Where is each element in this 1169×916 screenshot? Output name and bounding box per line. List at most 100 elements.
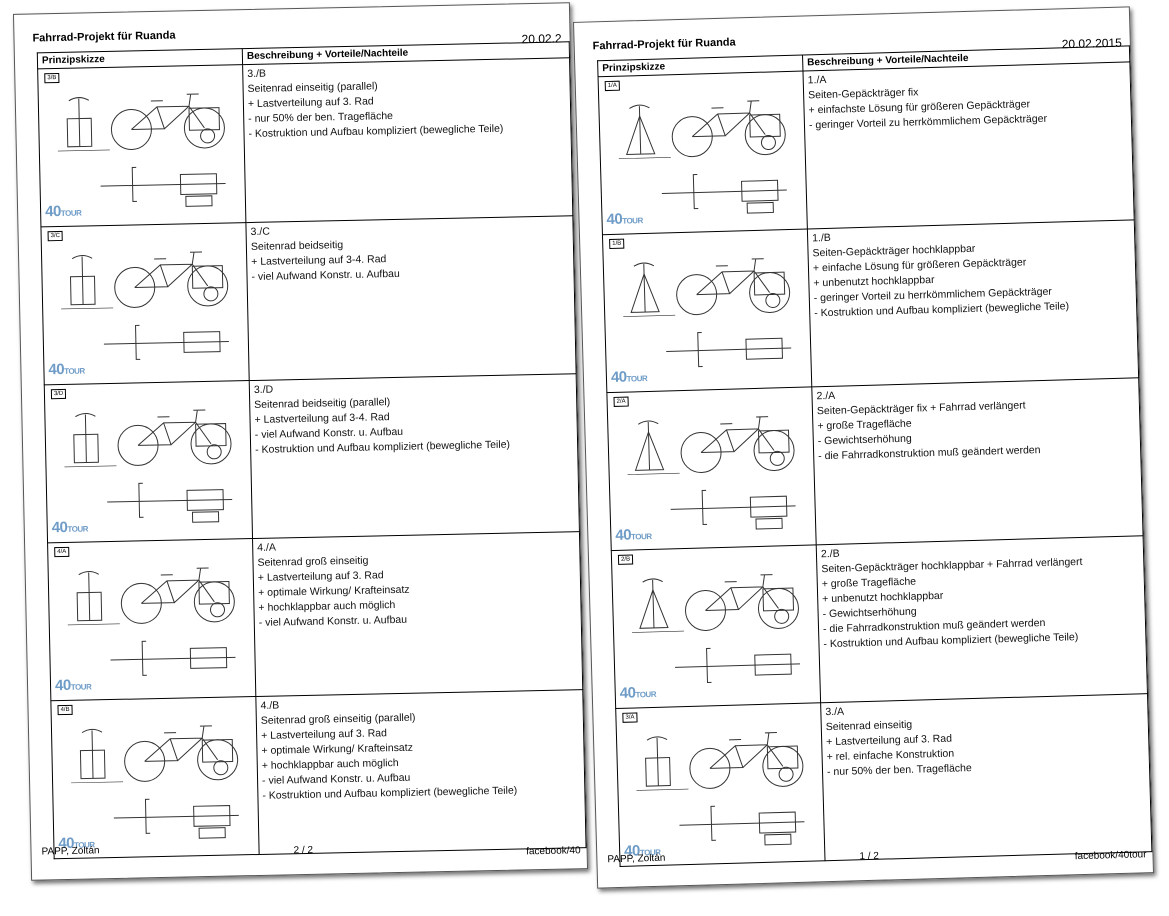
front-view-handlebar (68, 97, 90, 102)
40tour-logo: 40TOUR (55, 676, 92, 694)
document-title: Fahrrad-Projekt für Ruanda (32, 29, 176, 45)
logo-text: TOUR (626, 374, 648, 384)
top-view-axis (679, 821, 805, 826)
front-view-carrier (639, 588, 669, 629)
front-view-carrier (66, 117, 93, 148)
top-view-axis (110, 656, 236, 661)
ground-line (67, 623, 120, 626)
bike-frame (137, 409, 212, 446)
ground-line (71, 781, 124, 784)
bike-frame (144, 725, 219, 762)
top-view-side-wheel (191, 511, 220, 523)
document-page-1: Fahrrad-Projekt für Ruanda 20.02.2015 Pr… (573, 6, 1154, 889)
top-view-axis (103, 340, 229, 345)
front-view-stem (652, 579, 655, 628)
bike-frame (141, 567, 215, 604)
logo-number: 40 (606, 210, 623, 229)
bike-sketch: 4/A 40TOUR (48, 539, 256, 700)
logo-number: 40 (44, 202, 61, 221)
top-view-axis (666, 347, 792, 352)
bike-side-wheel (760, 135, 776, 151)
bike-sketch: 3/D 40TOUR (45, 381, 253, 542)
40tour-logo: 40TOUR (606, 210, 643, 228)
bike-frame (134, 251, 209, 288)
footer-author: PAPP, Zoltán (41, 845, 100, 858)
top-view-carrier (189, 647, 228, 669)
bike-side-wheel (200, 128, 216, 144)
ground-line (636, 788, 689, 791)
bike-side-wheel (206, 444, 222, 460)
bike-frame (691, 100, 766, 138)
front-view-handlebar (642, 578, 663, 583)
40tour-logo: 40TOUR (52, 518, 89, 536)
ground-line (61, 307, 114, 310)
front-view-handlebar (629, 104, 650, 109)
sketch-code-label: 3/A (622, 712, 638, 723)
comparison-table: Prinzipskizze Beschreibung + Vorteile/Na… (37, 41, 587, 859)
sketch-cell: 4/A 40TOUR (47, 538, 256, 701)
footer-author: PAPP, Zoltán (607, 852, 666, 866)
logo-text: TOUR (70, 682, 92, 692)
footer-facebook: facebook/40 (526, 845, 581, 858)
bike-side-wheel (203, 286, 219, 302)
bike-sketch-drawing (636, 732, 805, 846)
top-view-carrier (179, 173, 218, 195)
bike-side-wheel (778, 766, 794, 782)
top-view-side-wheel (764, 833, 792, 846)
40tour-logo: 40TOUR (44, 202, 82, 221)
top-view-handlebar (138, 482, 144, 518)
footer-facebook: facebook/40tour (1074, 849, 1147, 863)
front-view-stem (638, 106, 642, 155)
top-view-carrier (758, 811, 797, 834)
front-view-stem (84, 414, 87, 463)
ground-line (57, 149, 110, 152)
top-view-carrier (749, 495, 788, 518)
sketch-code-label: 2/A (613, 396, 629, 407)
front-view-carrier (76, 591, 103, 622)
bike-frame (696, 258, 771, 296)
sketch-code-label: 3/D (50, 388, 67, 400)
document-page-2: Fahrrad-Projekt für Ruanda 20.02.2 Prinz… (12, 2, 589, 881)
front-view-handlebar (71, 255, 93, 260)
sketch-code-label: 3/C (47, 230, 64, 242)
bike-frame (700, 416, 775, 454)
top-view-handlebar (131, 166, 137, 202)
bike-sketch-drawing (57, 93, 226, 207)
bike-frame (705, 574, 779, 611)
bike-sketch-drawing (618, 100, 787, 214)
top-view-axis (670, 505, 796, 510)
bike-sketch-drawing (67, 567, 236, 676)
logo-text: TOUR (60, 208, 82, 218)
top-view-handlebar (141, 640, 147, 676)
front-view-carrier (69, 275, 96, 306)
top-view-axis (113, 814, 239, 819)
ground-line (627, 472, 680, 475)
top-view-axis (100, 183, 226, 187)
top-view-axis (107, 498, 233, 503)
sketch-code-label: 4/A (54, 546, 70, 558)
sketch-code-label: 4/B (57, 704, 73, 716)
